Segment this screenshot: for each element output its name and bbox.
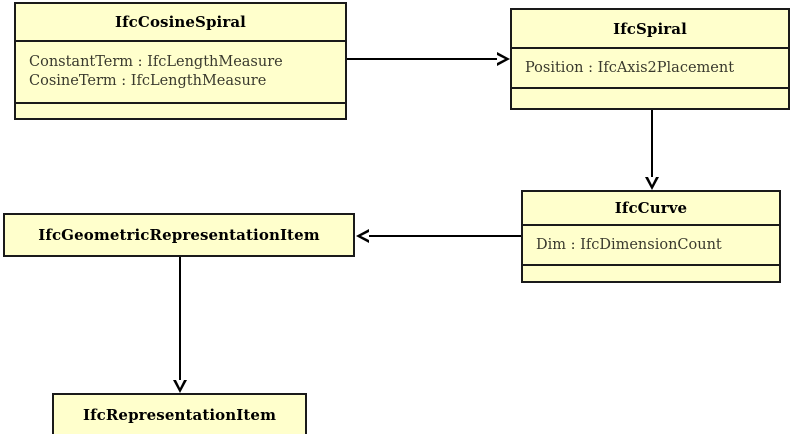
generalization-arrowhead-icon (356, 229, 369, 243)
class-operations-compartment (512, 87, 788, 108)
class-attribute: ConstantTerm : IfcLengthMeasure (29, 54, 283, 70)
class-name-label: IfcRepresentationItem (82, 405, 277, 424)
class-box-ifccosinespiral[interactable]: IfcCosineSpiral ConstantTerm : IfcLength… (14, 2, 347, 120)
class-name-label: IfcSpiral (613, 19, 687, 38)
class-box-ifccurve[interactable]: IfcCurve Dim : IfcDimensionCount (521, 190, 781, 283)
class-box-ifcgeometricrepresentationitem[interactable]: IfcGeometricRepresentationItem (3, 213, 355, 257)
class-attributes-compartment: Dim : IfcDimensionCount (523, 224, 779, 264)
class-attributes-compartment: Position : IfcAxis2Placement (512, 47, 788, 87)
class-operations-compartment (523, 264, 779, 281)
generalization-edge-spiral-to-curve (651, 110, 653, 177)
generalization-edge-geometricrepresentationitem-to-representationitem (179, 257, 181, 380)
class-name-label: IfcCurve (614, 199, 688, 217)
class-attribute: CosineTerm : IfcLengthMeasure (29, 73, 267, 89)
class-box-ifcrepresentationitem[interactable]: IfcRepresentationItem (52, 393, 307, 434)
generalization-edge-cosinespiral-to-spiral (347, 58, 497, 60)
generalization-arrowhead-icon (497, 52, 510, 66)
class-name-label: IfcGeometricRepresentationItem (38, 226, 320, 244)
class-name-compartment: IfcGeometricRepresentationItem (5, 215, 353, 255)
class-attribute: Dim : IfcDimensionCount (536, 236, 722, 253)
generalization-edge-curve-to-geometricrepresentationitem (369, 235, 521, 237)
class-attribute: Position : IfcAxis2Placement (525, 59, 735, 76)
class-name-compartment: IfcRepresentationItem (54, 395, 305, 434)
generalization-arrowhead-icon (173, 380, 187, 393)
class-name-compartment: IfcCurve (523, 192, 779, 224)
class-name-compartment: IfcCosineSpiral (16, 4, 345, 40)
class-name-label: IfcCosineSpiral (115, 13, 246, 31)
class-box-ifcspiral[interactable]: IfcSpiral Position : IfcAxis2Placement (510, 8, 790, 110)
class-operations-compartment (16, 102, 345, 118)
class-attributes-compartment: ConstantTerm : IfcLengthMeasure CosineTe… (16, 40, 345, 102)
generalization-arrowhead-icon (645, 177, 659, 190)
class-name-compartment: IfcSpiral (512, 10, 788, 47)
